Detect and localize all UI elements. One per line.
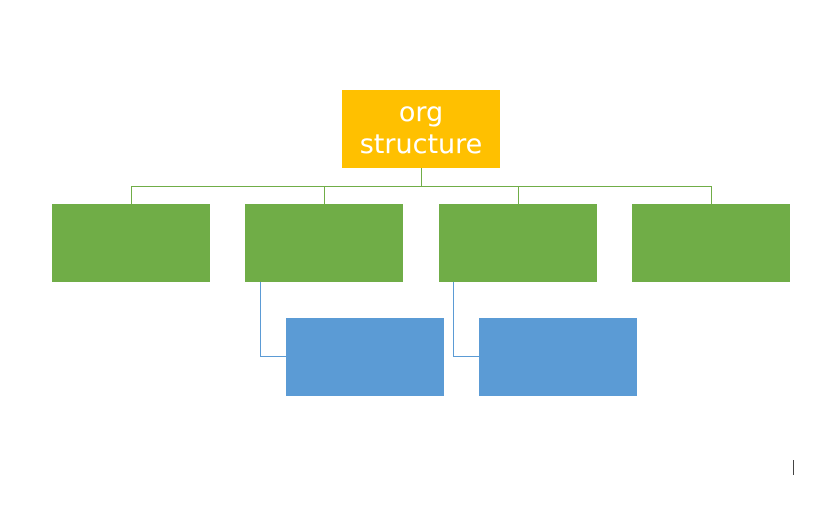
connector-level2-drop-2: [324, 186, 325, 204]
connector-level3-elbow-2: [453, 282, 479, 357]
connector-level2-drop-4: [711, 186, 712, 204]
text-cursor: [793, 460, 794, 475]
org-chart-level3-node-1[interactable]: [286, 318, 444, 396]
org-chart-level2-node-4[interactable]: [632, 204, 790, 282]
connector-level2-bus: [131, 186, 712, 187]
org-chart-root-node[interactable]: org structure: [342, 90, 500, 168]
connector-level2-drop-3: [518, 186, 519, 204]
connector-root-trunk: [421, 168, 422, 186]
connector-level3-elbow-1: [260, 282, 286, 357]
root-node-label: org structure: [359, 97, 483, 160]
org-chart-level2-node-3[interactable]: [439, 204, 597, 282]
connector-level2-drop-1: [131, 186, 132, 204]
org-chart-level2-node-1[interactable]: [52, 204, 210, 282]
org-chart-level2-node-2[interactable]: [245, 204, 403, 282]
org-chart-level3-node-2[interactable]: [479, 318, 637, 396]
